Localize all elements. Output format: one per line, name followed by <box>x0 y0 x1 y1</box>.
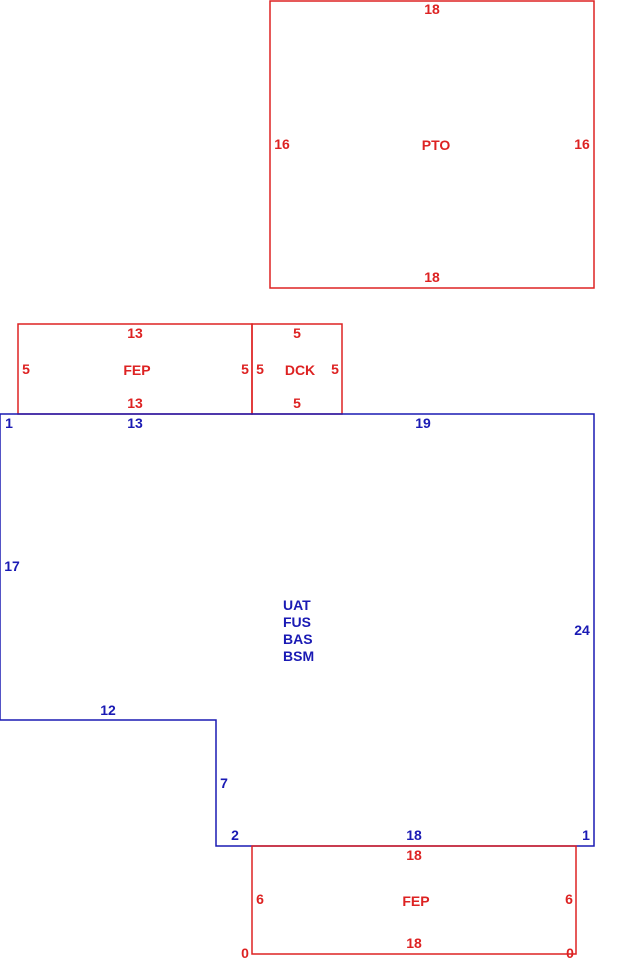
main-corner-top-left: 1 <box>5 415 13 431</box>
main-label-3: BAS <box>283 631 313 647</box>
fep-bottom-left-dimension: 6 <box>256 891 264 907</box>
main-step-vertical-dimension: 7 <box>220 775 228 791</box>
dck-top-dimension: 5 <box>293 325 301 341</box>
dck-area: 5 5 DCK 5 5 <box>251 323 343 415</box>
fep-bottom-label: FEP <box>402 893 429 909</box>
fep-bottom-corner-left: 0 <box>241 945 249 960</box>
main-corner-bottom-left: 2 <box>231 827 239 843</box>
main-top-right-dimension: 19 <box>415 415 431 431</box>
main-right-dimension: 24 <box>574 622 590 638</box>
fep-top-label: FEP <box>123 362 150 378</box>
fep-bottom-top-dimension: 18 <box>406 847 422 863</box>
fep-bottom-bottom-dimension: 18 <box>406 935 422 951</box>
pto-bottom-dimension: 18 <box>424 269 440 285</box>
pto-top-dimension: 18 <box>424 1 440 17</box>
pto-label: PTO <box>422 137 451 153</box>
fep-bottom-outline <box>251 845 577 955</box>
main-step-horizontal-dimension: 12 <box>100 702 116 718</box>
main-label-2: FUS <box>283 614 311 630</box>
main-label-4: BSM <box>283 648 314 664</box>
pto-right-dimension: 16 <box>574 136 590 152</box>
main-area: 1 13 19 17 24 UAT FUS BAS BSM 12 7 2 18 … <box>0 413 595 847</box>
main-bottom-dimension: 18 <box>406 827 422 843</box>
pto-left-dimension: 16 <box>274 136 290 152</box>
fep-top-bottom-dimension: 13 <box>127 395 143 411</box>
dck-left-dimension: 5 <box>256 361 264 377</box>
fep-top-top-dimension: 13 <box>127 325 143 341</box>
dck-right-dimension: 5 <box>331 361 339 377</box>
fep-bottom-right-dimension: 6 <box>565 891 573 907</box>
fep-bottom-corner-right: 0 <box>566 945 574 960</box>
pto-area: 18 16 PTO 16 18 <box>269 0 595 289</box>
dck-label: DCK <box>285 362 315 378</box>
main-top-left-dimension: 13 <box>127 415 143 431</box>
fep-top-area: 13 5 FEP 5 13 <box>17 323 253 415</box>
main-corner-bottom-right: 1 <box>582 827 590 843</box>
fep-top-left-dimension: 5 <box>22 361 30 377</box>
main-outline <box>0 413 595 847</box>
pto-outline <box>269 0 595 289</box>
fep-top-right-dimension: 5 <box>241 361 249 377</box>
main-left-dimension: 17 <box>4 558 20 574</box>
main-label-1: UAT <box>283 597 311 613</box>
fep-bottom-area: 18 6 FEP 6 18 0 0 <box>241 845 577 960</box>
dck-bottom-dimension: 5 <box>293 395 301 411</box>
